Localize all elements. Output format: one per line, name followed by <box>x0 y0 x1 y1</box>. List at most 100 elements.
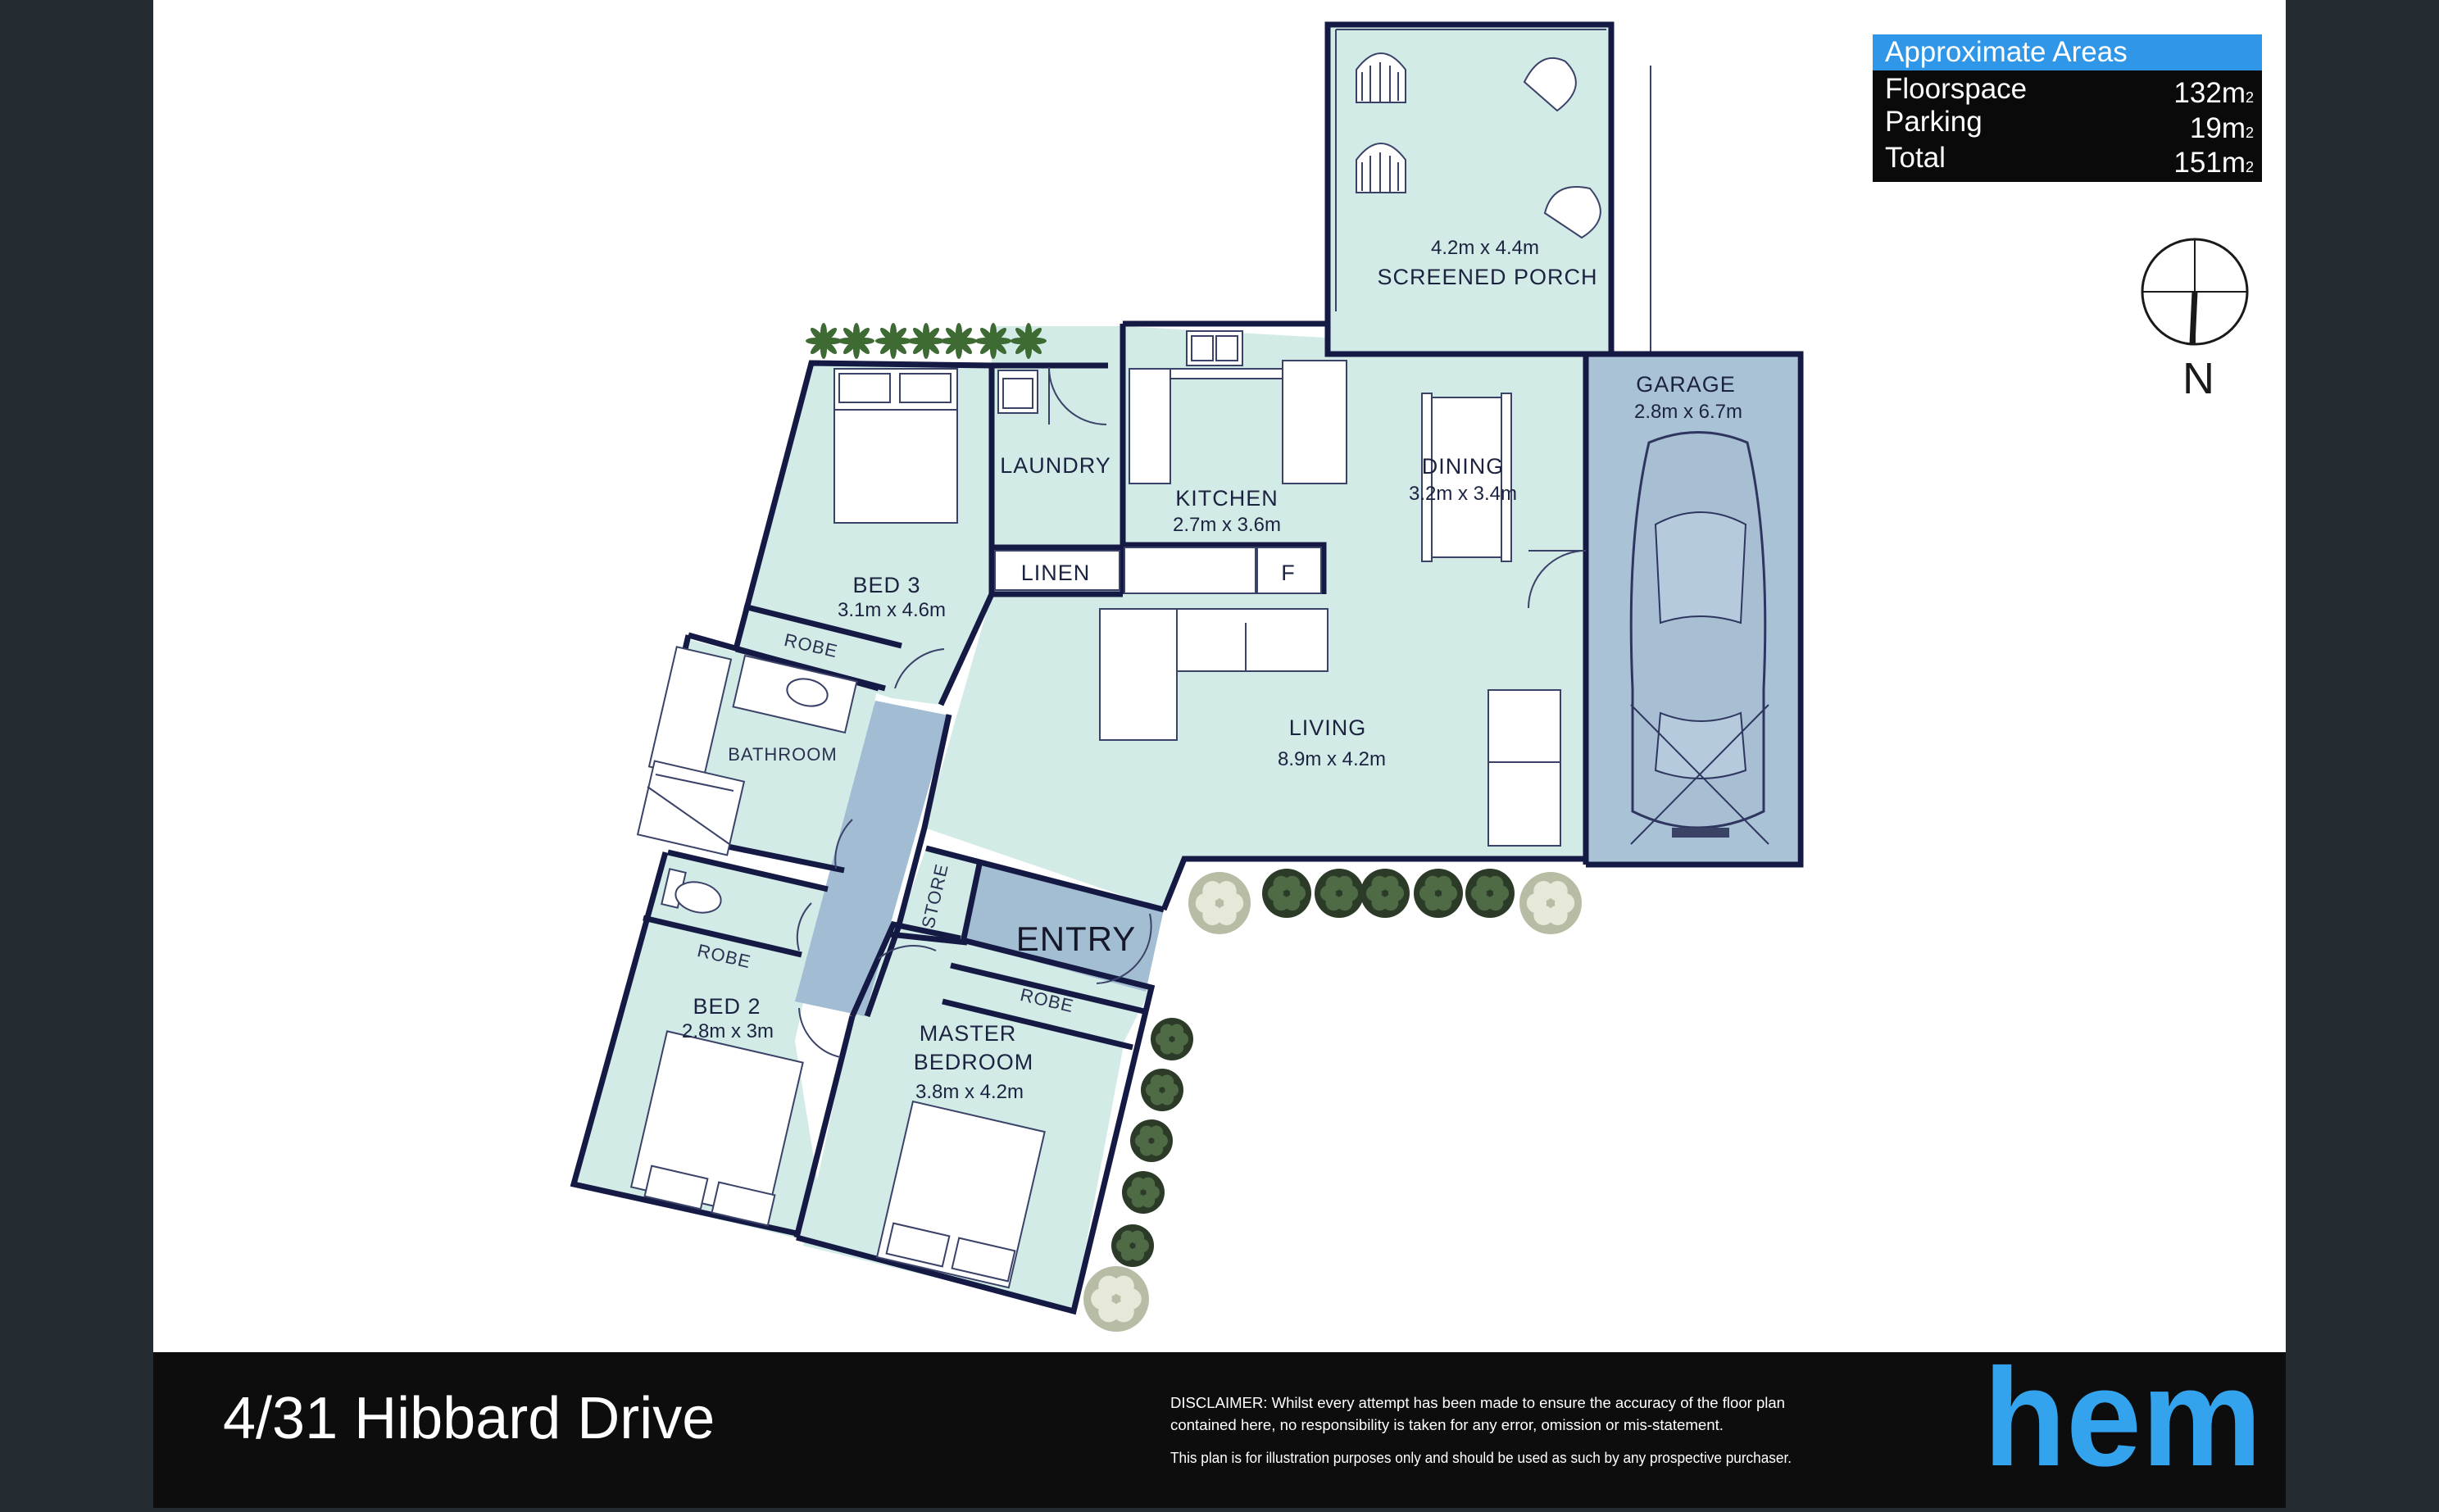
fridge <box>1256 547 1322 594</box>
palm-icon <box>941 323 977 359</box>
north-compass: N <box>2141 238 2249 403</box>
porch-dims: 4.2m x 4.4m <box>1431 237 1539 259</box>
hedge-icon <box>1414 869 1463 918</box>
kitchen-dims: 2.7m x 3.6m <box>1173 514 1281 536</box>
garage-wall <box>1586 351 1804 868</box>
bed3-wall <box>733 360 992 650</box>
porch-wall <box>1324 21 1615 354</box>
hedge-icon <box>1262 869 1311 918</box>
living-sofa-chaise <box>1099 608 1178 741</box>
dining-label: DINING <box>1422 454 1505 479</box>
bed2-wall <box>570 851 797 1237</box>
bed2-robe-wall <box>643 915 802 958</box>
bed2-dims: 2.8m x 3m <box>682 1020 774 1042</box>
master-door <box>878 945 937 960</box>
hedge-icon <box>1141 1069 1183 1111</box>
area-floorspace-value: 132m2 <box>2173 77 2254 109</box>
toilet-wall <box>667 849 829 892</box>
dining-dims: 3.2m x 3.4m <box>1409 483 1517 505</box>
shrub-icon <box>1519 872 1582 934</box>
hedge-icon <box>1315 869 1364 918</box>
hedge-icon <box>1151 1018 1193 1060</box>
area-total-label: Total <box>1885 142 1946 174</box>
living-label: LIVING <box>1289 715 1367 740</box>
garage-dims: 2.8m x 6.7m <box>1634 401 1742 423</box>
room-labels: 4.2m x 4.4m SCREENED PORCH GARAGE 2.8m x… <box>682 237 1742 1103</box>
compass-label: N <box>2182 354 2214 403</box>
living-bottom-wall <box>1160 856 1586 911</box>
hedge-icon <box>1122 1171 1165 1214</box>
hedge-icon <box>1465 869 1515 918</box>
linen-shelf <box>994 550 1120 591</box>
footer-disclaimer-2: contained here, no responsibility is tak… <box>1170 1417 1724 1433</box>
hallway-right-wall <box>864 714 952 1018</box>
hedge-icon <box>1360 869 1410 918</box>
garage-label: GARAGE <box>1636 372 1736 397</box>
master-wall <box>849 921 961 1018</box>
entry-label: ENTRY <box>1016 919 1137 958</box>
palm-icon <box>1011 323 1047 359</box>
palm-row <box>806 323 1047 359</box>
porch-armchair-2 <box>1543 186 1601 239</box>
palm-icon <box>838 323 874 359</box>
bed3-label: BED 3 <box>852 573 920 597</box>
footer-disclaimer-3: This plan is for illustration purposes o… <box>1170 1450 1792 1466</box>
bed2-door <box>798 1007 841 1058</box>
porch-chair-1 <box>1356 52 1406 103</box>
store-fill <box>898 848 979 941</box>
footer-disclaimer-1: DISCLAIMER: Whilst every attempt has bee… <box>1170 1395 1785 1411</box>
doors <box>796 366 1587 1058</box>
kitchen-label: KITCHEN <box>1175 486 1279 511</box>
shrub-row-front <box>1188 869 1582 934</box>
bed3-door <box>894 648 945 689</box>
shrub-icon <box>1083 1266 1149 1332</box>
area-parking-label: Parking <box>1885 106 1983 138</box>
master-robe-wall-2 <box>942 998 1133 1051</box>
shower <box>636 760 746 856</box>
furniture <box>629 52 1769 1289</box>
kitchen-bench-left <box>1129 368 1171 484</box>
kitchen-lower-bench <box>1124 547 1256 594</box>
bed3-robe-wall <box>743 603 902 649</box>
palm-icon <box>908 323 944 359</box>
laundry-tub <box>997 370 1038 414</box>
car <box>1629 431 1769 845</box>
toilet-door <box>796 902 812 951</box>
laundry-door <box>1048 366 1107 425</box>
entry-door <box>1096 913 1152 984</box>
laundry-label: LAUNDRY <box>1000 453 1111 478</box>
master-label: MASTER <box>920 1021 1017 1046</box>
hedge-icon <box>1130 1119 1173 1162</box>
vanity <box>732 654 858 734</box>
palm-icon <box>975 323 1011 359</box>
areas-body-bg <box>1873 70 2262 182</box>
brand-logo: hem <box>1983 1340 2262 1496</box>
shrub-icon <box>1188 872 1251 934</box>
linen-label: LINEN <box>1021 561 1091 585</box>
shrub-column-side <box>1083 1018 1193 1332</box>
porch-armchair-1 <box>1523 57 1577 112</box>
area-total-value: 151m2 <box>2173 147 2254 179</box>
areas-panel: Approximate Areas Floorspace 132m2 Parki… <box>1873 34 2262 182</box>
porch-label: SCREENED PORCH <box>1377 265 1597 289</box>
walls <box>570 21 1804 1315</box>
bed3-right-wall <box>938 593 995 706</box>
footer-address: 4/31 Hibbard Drive <box>223 1386 715 1451</box>
living-dims: 8.9m x 4.2m <box>1278 748 1386 770</box>
bathroom-label: BATHROOM <box>728 744 837 765</box>
hedge-icon <box>1111 1224 1154 1267</box>
master-bottom-wall <box>796 938 1156 1315</box>
entry-top-wall <box>925 845 1165 913</box>
palm-icon <box>806 323 842 359</box>
store-entry-wall <box>960 860 983 943</box>
garage-door-swing <box>1528 550 1587 609</box>
kitchen-island <box>1282 360 1347 484</box>
palm-icon <box>875 323 911 359</box>
areas-header-bg <box>1873 34 2262 70</box>
porch-chair-2 <box>1356 143 1406 193</box>
bed2-label: BED 2 <box>693 994 761 1019</box>
bathroom-door <box>834 819 853 870</box>
bed2-right-wall <box>793 1015 856 1238</box>
master-dims: 3.8m x 4.2m <box>915 1081 1024 1103</box>
